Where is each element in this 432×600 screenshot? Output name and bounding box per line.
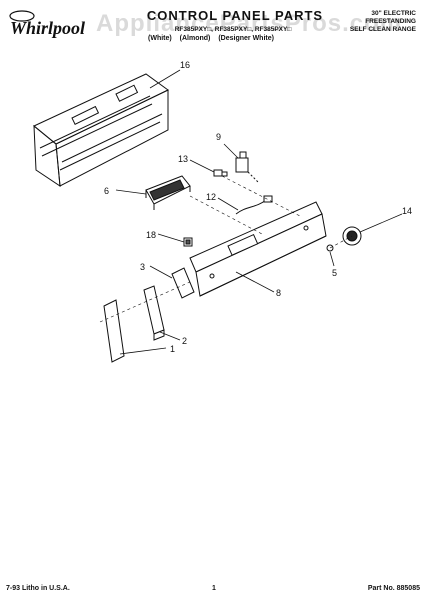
whirlpool-logo: Whirlpool	[6, 8, 92, 42]
part-1-side-bracket	[103, 299, 125, 363]
part-16-back-panel	[33, 73, 169, 187]
leader-lines	[115, 69, 403, 355]
part-6-display-module	[145, 175, 191, 210]
callout-13: 13	[178, 154, 188, 164]
watermark-text: AppliancePartsPros.com	[96, 10, 403, 37]
page-number: 1	[212, 585, 216, 592]
callout-2: 2	[182, 336, 187, 346]
part-8-control-panel	[189, 201, 327, 297]
callout-6: 6	[104, 186, 109, 196]
range-line-2: FREESTANDING	[365, 18, 416, 25]
model-numbers: RF385PXY□, RF385PXY□, RF385PXY□	[174, 26, 292, 33]
range-description: 30" ELECTRIC FREESTANDING SELF CLEAN RAN…	[350, 10, 416, 34]
litho-note: 7-93 Litho in U.S.A.	[6, 585, 70, 592]
part-12-wire-harness	[235, 195, 273, 215]
whirlpool-logo-mark: Whirlpool	[9, 10, 85, 38]
callout-18: 18	[146, 230, 156, 240]
svg-text:Whirlpool: Whirlpool	[10, 18, 85, 38]
alignment-lines	[99, 175, 353, 323]
page-title: CONTROL PANEL PARTS	[146, 8, 324, 23]
part-3-end-cap	[171, 267, 195, 299]
callout-9: 9	[216, 132, 221, 142]
color-almond: (Almond)	[179, 35, 211, 42]
range-line-1: 30" ELECTRIC	[371, 10, 416, 17]
color-options: (White) (Almond) (Designer White)	[148, 35, 348, 42]
part-number: Part No. 885085	[367, 585, 420, 592]
callout-5: 5	[332, 268, 337, 278]
callout-12: 12	[206, 192, 216, 202]
callout-8: 8	[276, 288, 281, 298]
part-9-switch	[235, 151, 259, 183]
callout-3: 3	[140, 262, 145, 272]
callout-1: 1	[170, 344, 175, 354]
callout-16: 16	[180, 60, 190, 70]
part-18-clip	[183, 237, 193, 247]
callout-14: 14	[402, 206, 412, 216]
part-13-clip	[213, 169, 228, 177]
color-white: (White)	[148, 35, 172, 42]
range-line-3: SELF CLEAN RANGE	[349, 26, 416, 33]
part-2-bracket	[143, 285, 165, 341]
color-designer-white: (Designer White)	[218, 35, 274, 42]
